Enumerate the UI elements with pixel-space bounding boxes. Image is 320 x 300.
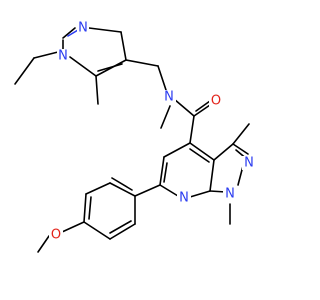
bond	[209, 159, 215, 192]
bond	[109, 220, 132, 234]
atom-o-methoxy: O	[49, 228, 63, 243]
atom-label-o: O	[51, 228, 61, 243]
atom-label-n: N	[58, 49, 68, 64]
bond	[61, 221, 85, 233]
bond	[109, 223, 136, 240]
bond	[83, 193, 87, 223]
bond	[159, 184, 179, 197]
bond	[232, 143, 249, 155]
bond	[134, 184, 161, 197]
bond	[83, 221, 111, 240]
bond	[195, 100, 211, 112]
bond	[69, 56, 97, 77]
bond	[109, 182, 136, 197]
atom-label-n: N	[179, 191, 189, 206]
bond	[189, 148, 210, 163]
atom-labels: N N N O N N N O	[49, 21, 256, 243]
bond	[97, 63, 123, 72]
bond	[111, 177, 133, 191]
atom-n-pyrazole-top: N	[77, 21, 89, 36]
bond	[33, 51, 59, 59]
atom-label-n: N	[78, 21, 88, 36]
bond-layer	[14, 27, 250, 253]
bond	[189, 142, 215, 161]
bond	[163, 142, 191, 158]
bond	[14, 57, 35, 85]
bond	[37, 235, 50, 253]
bond	[159, 156, 165, 186]
bond	[157, 65, 167, 91]
bond	[232, 123, 250, 145]
chemical-structure: N N N O N N N O	[14, 20, 256, 253]
atom-label-o: O	[211, 94, 221, 109]
bond	[193, 104, 211, 117]
atom-o-carbonyl: O	[209, 94, 223, 109]
bond	[95, 75, 99, 105]
atom-n-pyridine: N	[177, 191, 191, 206]
bond	[163, 162, 168, 183]
atom-label-n: N	[244, 156, 254, 171]
atom-n-methyl-bottom: N	[223, 187, 237, 202]
bond	[173, 98, 195, 117]
bond	[62, 27, 76, 39]
bond	[160, 105, 171, 129]
bond	[120, 31, 127, 61]
atom-n-ethyl: N	[57, 49, 69, 64]
bond	[88, 196, 92, 220]
bond	[125, 59, 159, 67]
atom-label-n: N	[225, 187, 235, 202]
atom-n-ring-right: N	[242, 156, 256, 171]
bond	[213, 143, 234, 161]
bond	[85, 182, 111, 195]
atom-n-amide: N	[162, 90, 176, 105]
bond	[189, 190, 211, 198]
atom-label-n: N	[164, 90, 174, 105]
bond	[189, 115, 195, 144]
bond	[67, 29, 79, 37]
bond	[88, 27, 122, 33]
